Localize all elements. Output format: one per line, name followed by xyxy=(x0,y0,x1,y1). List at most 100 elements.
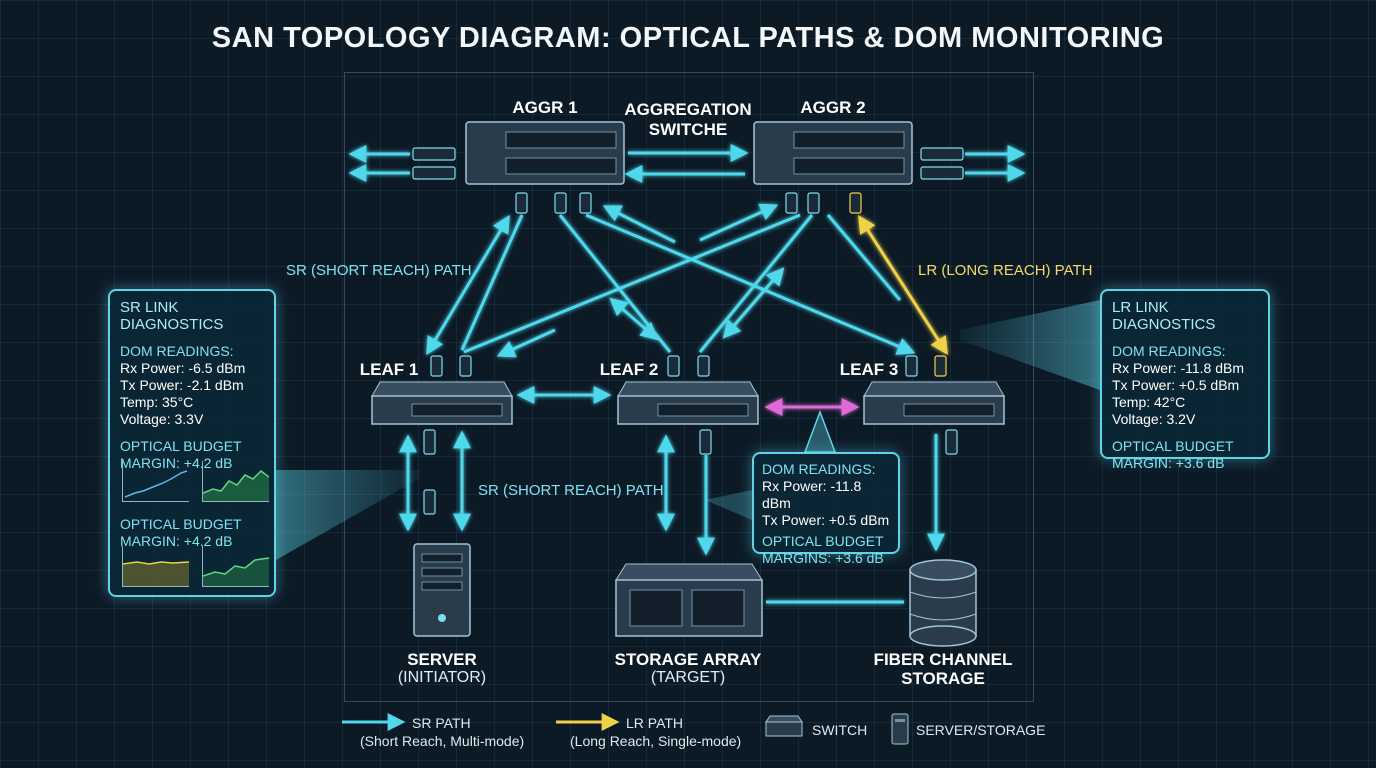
sr-link-aggr1-leaf2 xyxy=(558,214,672,353)
legend-server-icon xyxy=(891,713,909,745)
legend-lr-title: LR PATH xyxy=(626,715,684,731)
transceiver xyxy=(920,166,964,180)
mid-panel-beam xyxy=(705,490,752,520)
sr-link-leaf2-aggr1b xyxy=(609,297,659,341)
lr-link-aggr2-leaf3 xyxy=(858,214,948,356)
storage-array-sublabel: (TARGET) xyxy=(650,669,726,686)
sr-path-label-top: SR (SHORT REACH) PATH xyxy=(286,262,472,279)
sr-link-leaf2-aggr1 xyxy=(602,205,676,244)
lr-temp: Temp: 42°C xyxy=(1112,394,1186,410)
leaf1-switch xyxy=(371,381,513,425)
lr-panel-title: LR LINK DIAGNOSTICS xyxy=(1112,299,1216,333)
server-tower xyxy=(413,543,471,637)
topology-frame xyxy=(344,72,1034,702)
legend-switch-icon xyxy=(765,715,803,737)
transceiver xyxy=(945,429,958,455)
transceiver xyxy=(697,355,710,377)
legend-lr-desc: (Long Reach, Single-mode) xyxy=(570,733,742,749)
leaf3-label: LEAF 3 xyxy=(839,360,899,379)
sr-budget1-margin: MARGIN: +4.2 dB xyxy=(120,455,233,471)
sr-sparkline-3 xyxy=(122,546,190,587)
aggr2-switch xyxy=(753,121,913,185)
transceiver xyxy=(579,192,592,214)
sr-panel-callout xyxy=(276,470,420,560)
lr-path-label: LR (LONG REACH) PATH xyxy=(918,262,1093,279)
sr-voltage: Voltage: 3.3V xyxy=(120,411,204,427)
transceiver xyxy=(905,355,918,377)
mid-budget-margin: MARGINS: +3.6 dB xyxy=(762,550,884,566)
transceiver xyxy=(785,192,798,214)
transceiver xyxy=(430,355,443,377)
transceiver xyxy=(412,147,456,161)
sr-link-aggr2-leaf2 xyxy=(698,214,814,353)
page-title: SAN TOPOLOGY DIAGRAM: OPTICAL PATHS & DO… xyxy=(211,22,1165,54)
sr-budget2-title: OPTICAL BUDGET xyxy=(120,516,242,532)
transceiver xyxy=(423,489,436,515)
server-label: SERVER xyxy=(407,650,477,669)
sr-rx-power: Rx Power: -6.5 dBm xyxy=(120,360,246,376)
leaf3-switch xyxy=(863,381,1005,425)
fc-storage-cylinder xyxy=(909,559,977,647)
aggr1-switch xyxy=(465,121,625,185)
sr-tx-power: Tx Power: -2.1 dBm xyxy=(120,377,244,393)
sr-link-aggr2-leaf3 xyxy=(826,214,902,301)
transceiver xyxy=(699,429,712,455)
lr-panel-callout xyxy=(960,300,1100,390)
leaf1-label: LEAF 1 xyxy=(359,360,419,379)
transceiver xyxy=(423,429,436,455)
aggregation-label-2: SWITCHE xyxy=(648,120,728,139)
aggr1-label: AGGR 1 xyxy=(512,98,578,117)
mid-dom-panel: DOM READINGS: Rx Power: -11.8 dBm Tx Pow… xyxy=(752,452,900,566)
lr-budget-margin: MARGIN: +3.6 dB xyxy=(1112,455,1225,471)
server-sublabel: (INITIATOR) xyxy=(397,669,487,686)
legend-server-storage: SERVER/STORAGE xyxy=(916,722,1046,738)
lr-tx-power: Tx Power: +0.5 dBm xyxy=(1112,377,1240,393)
transceiver xyxy=(459,355,472,377)
aggregation-label-1: AGGREGATION xyxy=(624,100,752,119)
sr-sparkline-1 xyxy=(122,461,189,502)
sr-diagnostics-panel: SR LINK DIAGNOSTICS DOM READINGS: Rx Pow… xyxy=(108,289,276,597)
sr-link-aggr2-leaf2b xyxy=(699,203,779,242)
transceiver xyxy=(807,192,820,214)
transceiver xyxy=(920,147,964,161)
mid-panel-callout xyxy=(803,409,837,453)
mid-tx-power: Tx Power: +0.5 dBm xyxy=(762,512,890,528)
sr-temp: Temp: 35°C xyxy=(120,394,194,410)
sr-sparkline-4 xyxy=(202,546,270,587)
sr-path-label-mid: SR (SHORT REACH) PATH xyxy=(478,482,664,499)
mid-budget-title: OPTICAL BUDGET xyxy=(762,533,884,549)
fc-storage-label-2: STORAGE xyxy=(901,669,985,688)
transceiver xyxy=(554,192,567,214)
transceiver xyxy=(515,192,528,214)
lr-voltage: Voltage: 3.2V xyxy=(1112,411,1196,427)
lr-budget-title: OPTICAL BUDGET xyxy=(1112,438,1234,454)
lr-diagnostics-panel: LR LINK DIAGNOSTICS DOM READINGS: Rx Pow… xyxy=(1100,289,1270,471)
transceiver xyxy=(667,355,680,377)
legend-sr-title: SR PATH xyxy=(412,715,471,731)
sr-sparkline-2 xyxy=(202,461,270,502)
sr-budget1-title: OPTICAL BUDGET xyxy=(120,438,242,454)
sr-panel-title: SR LINK DIAGNOSTICS xyxy=(120,299,224,333)
mid-rx-power: Rx Power: -11.8 dBm xyxy=(762,478,862,511)
sr-link-aggr1-leaf1 xyxy=(426,214,510,356)
sr-budget2-margin: MARGIN: +4.2 dB xyxy=(120,533,233,549)
mid-dom-title: DOM READINGS: xyxy=(762,461,876,477)
storage-array-label: STORAGE ARRAY xyxy=(614,650,762,669)
transceiver xyxy=(412,166,456,180)
fc-storage-label-1: FIBER CHANNEL xyxy=(873,650,1013,669)
leaf2-switch xyxy=(617,381,759,425)
sr-dom-title: DOM READINGS: xyxy=(120,343,234,359)
storage-array xyxy=(615,563,763,637)
sr-link-aggr1-leaf1b xyxy=(460,214,524,351)
transceiver-lr xyxy=(934,355,947,377)
sr-link-leaf1-aggr2 xyxy=(496,328,556,358)
leaf2-label: LEAF 2 xyxy=(599,360,659,379)
aggr2-label: AGGR 2 xyxy=(800,98,866,117)
legend-sr-desc: (Short Reach, Multi-mode) xyxy=(360,733,525,749)
legend-switch: SWITCH xyxy=(812,722,868,738)
sr-link-aggr2-leaf2c xyxy=(722,267,785,339)
lr-dom-title: DOM READINGS: xyxy=(1112,343,1226,359)
sr-link-aggr2-leaf1 xyxy=(463,213,801,354)
lr-rx-power: Rx Power: -11.8 dBm xyxy=(1112,360,1245,376)
